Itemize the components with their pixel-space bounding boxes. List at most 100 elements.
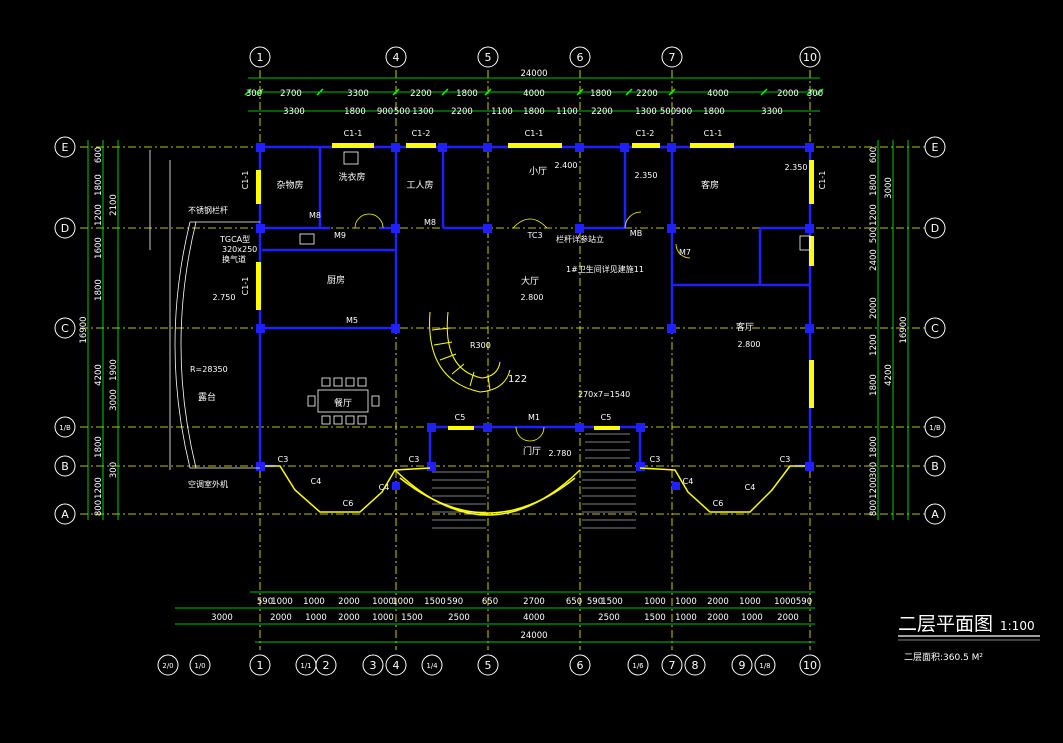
grid-row-c-left: C <box>61 322 69 335</box>
room-terrace: 露台 <box>198 391 216 403</box>
svg-text:1/1: 1/1 <box>300 662 311 670</box>
grid-bottom-labels: 2/0 1/0 1 1/1 2 3 4 1/4 5 6 1/6 7 8 9 1/… <box>162 659 817 672</box>
svg-text:6: 6 <box>577 659 584 672</box>
svg-text:C1-1: C1-1 <box>818 171 827 190</box>
svg-text:1000: 1000 <box>303 597 325 607</box>
note-vent: TGCA型 <box>219 235 250 244</box>
svg-text:2700: 2700 <box>280 89 302 99</box>
svg-text:300: 300 <box>869 462 879 478</box>
svg-text:C6: C6 <box>343 499 354 508</box>
level-terrace: 2.750 <box>213 293 236 302</box>
axis-lines <box>80 70 925 650</box>
svg-text:M5: M5 <box>346 316 358 325</box>
front-stairs <box>432 433 636 529</box>
level-hall: 2.800 <box>521 293 544 302</box>
grid-row-d-right: D <box>931 222 939 235</box>
svg-text:1800: 1800 <box>94 436 104 458</box>
grid-top-4: 4 <box>393 51 400 64</box>
svg-text:C1-1: C1-1 <box>241 277 250 296</box>
room-small-hall: 小厅 <box>529 166 547 177</box>
floor-levels: 2.400 2.350 2.350 2.800 2.800 2.750 2.78… <box>213 161 808 458</box>
note-stair: 1#卫生间详见建施11 <box>566 264 644 274</box>
svg-text:2200: 2200 <box>410 89 432 99</box>
svg-text:M8: M8 <box>424 218 436 227</box>
svg-text:3: 3 <box>370 659 377 672</box>
grid-row-a-right: A <box>931 508 939 521</box>
note-ac: 空调室外机 <box>188 479 228 489</box>
svg-text:2100: 2100 <box>109 194 119 216</box>
svg-text:1500: 1500 <box>601 597 623 607</box>
svg-text:3000: 3000 <box>109 389 119 411</box>
svg-text:3000: 3000 <box>884 177 894 199</box>
door-swings <box>354 211 691 442</box>
note-stair-radius: R300 <box>470 341 491 350</box>
level-maid: 2.350 <box>635 171 658 180</box>
svg-text:1800: 1800 <box>523 107 545 117</box>
svg-text:1000: 1000 <box>739 597 761 607</box>
svg-text:590: 590 <box>796 597 812 607</box>
svg-text:1200: 1200 <box>869 477 879 499</box>
svg-text:1000: 1000 <box>644 597 666 607</box>
svg-text:1200: 1200 <box>94 204 104 226</box>
front-bays <box>265 465 805 516</box>
svg-text:600: 600 <box>94 147 104 163</box>
svg-text:10: 10 <box>803 659 817 672</box>
svg-text:1000: 1000 <box>392 597 414 607</box>
svg-text:1100: 1100 <box>491 107 513 117</box>
svg-text:2400: 2400 <box>869 249 879 271</box>
svg-text:C5: C5 <box>601 413 612 422</box>
total-width-top: 24000 <box>520 69 547 79</box>
svg-text:1800: 1800 <box>94 279 104 301</box>
svg-text:1: 1 <box>257 659 264 672</box>
room-maid: 工人房 <box>406 179 433 191</box>
level-small-hall: 2.400 <box>555 161 578 170</box>
svg-text:2000: 2000 <box>869 297 879 319</box>
svg-text:8: 8 <box>692 659 699 672</box>
svg-text:500: 500 <box>394 107 410 117</box>
grid-row-c-right: C <box>931 322 939 335</box>
svg-text:3300: 3300 <box>347 89 369 99</box>
svg-text:300: 300 <box>807 89 823 99</box>
note-radius: R=28350 <box>190 365 228 374</box>
grid-row-b-right: B <box>931 460 939 473</box>
svg-text:4000: 4000 <box>523 89 545 99</box>
svg-text:M8: M8 <box>309 211 321 220</box>
svg-text:C1-1: C1-1 <box>344 129 363 138</box>
note-tread: 270x7=1540 <box>578 390 630 399</box>
columns <box>256 143 814 490</box>
note-vent-text: 换气道 <box>222 254 246 264</box>
svg-text:1000: 1000 <box>271 597 293 607</box>
svg-text:590: 590 <box>257 597 273 607</box>
svg-text:C1-1: C1-1 <box>241 171 250 190</box>
svg-text:1100: 1100 <box>556 107 578 117</box>
svg-text:1000: 1000 <box>305 613 327 623</box>
svg-text:7: 7 <box>669 659 676 672</box>
title-block: 二层平面图 1:100 二层面积:360.5 M² <box>898 613 1040 663</box>
svg-text:C6: C6 <box>713 499 724 508</box>
svg-text:2200: 2200 <box>636 89 658 99</box>
svg-text:2200: 2200 <box>591 107 613 117</box>
svg-text:1000: 1000 <box>372 597 394 607</box>
room-living: 客厅 <box>736 321 754 333</box>
svg-text:TC3: TC3 <box>526 231 542 240</box>
room-guest: 客房 <box>701 179 719 191</box>
note-rail: 不锈钢栏杆 <box>188 205 228 215</box>
svg-text:5: 5 <box>485 659 492 672</box>
svg-text:800: 800 <box>94 500 104 516</box>
svg-text:1300: 1300 <box>412 107 434 117</box>
room-storage: 杂物房 <box>276 179 303 191</box>
svg-text:1000: 1000 <box>675 613 697 623</box>
grid-row-e-left: E <box>62 141 69 154</box>
svg-text:1900: 1900 <box>109 359 119 381</box>
svg-text:1800: 1800 <box>869 374 879 396</box>
svg-text:2000: 2000 <box>338 613 360 623</box>
level-entry: 2.780 <box>549 449 572 458</box>
grid-top-1: 1 <box>257 51 264 64</box>
level-guest: 2.350 <box>785 163 808 172</box>
svg-text:M7: M7 <box>679 248 691 257</box>
svg-text:C5: C5 <box>455 413 466 422</box>
svg-text:2000: 2000 <box>777 89 799 99</box>
svg-text:C3: C3 <box>278 455 289 464</box>
svg-text:MB: MB <box>630 229 642 238</box>
